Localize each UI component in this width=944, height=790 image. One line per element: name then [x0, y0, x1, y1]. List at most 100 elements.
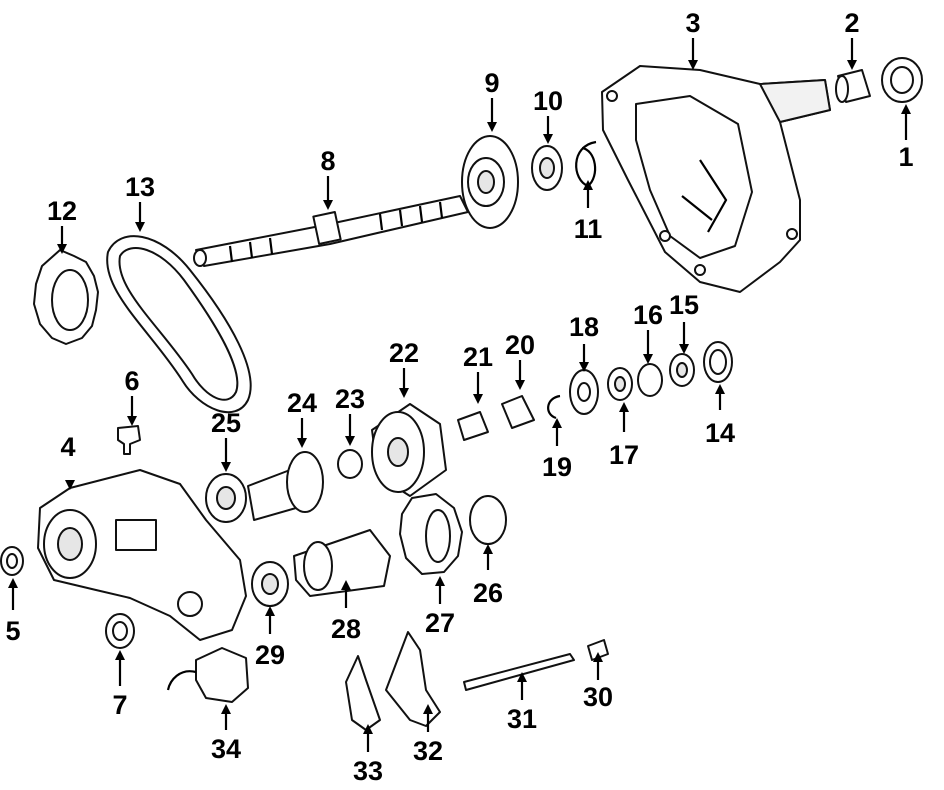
callout-6: 6	[124, 366, 140, 426]
callout-label-3: 3	[685, 8, 700, 38]
callout-label-23: 23	[335, 384, 365, 414]
callout-label-8: 8	[320, 146, 335, 176]
callout-label-21: 21	[463, 342, 493, 372]
callout-4: 4	[60, 432, 76, 490]
callout-label-15: 15	[669, 290, 699, 320]
callout-7: 7	[112, 650, 128, 720]
part-34-sensor	[166, 647, 249, 703]
callout-label-31: 31	[507, 704, 537, 734]
part-14-needle-bearing	[703, 341, 733, 383]
callout-20: 20	[505, 330, 535, 390]
callout-28: 28	[331, 580, 361, 644]
part-25-bearing	[205, 473, 247, 523]
callout-15: 15	[669, 290, 699, 354]
callout-label-22: 22	[389, 338, 419, 368]
part-6-vent-tube	[117, 425, 141, 455]
callout-26: 26	[473, 544, 503, 608]
callout-8: 8	[320, 146, 336, 210]
part-11-snap-ring	[575, 140, 597, 188]
callout-34: 34	[211, 704, 241, 764]
part-3-rear-case-housing	[601, 65, 831, 293]
part-5-seal	[0, 546, 24, 576]
callout-9: 9	[484, 68, 500, 132]
callout-label-13: 13	[125, 172, 155, 202]
part-7-seal	[105, 613, 135, 649]
callout-label-32: 32	[413, 736, 443, 766]
callout-label-29: 29	[255, 640, 285, 670]
callout-label-6: 6	[124, 366, 139, 396]
part-18-gear	[569, 369, 599, 415]
callout-label-10: 10	[533, 86, 563, 116]
callout-25: 25	[211, 408, 241, 472]
callout-22: 22	[389, 338, 419, 398]
callout-label-18: 18	[569, 312, 599, 342]
callout-label-24: 24	[287, 388, 317, 418]
part-17-bearing	[607, 367, 633, 401]
part-26-snap-ring	[469, 495, 507, 545]
callout-18: 18	[569, 312, 599, 372]
callout-label-33: 33	[353, 756, 383, 786]
callout-label-9: 9	[484, 68, 499, 98]
part-13-chain	[106, 235, 252, 414]
callout-23: 23	[335, 384, 365, 446]
callout-label-19: 19	[542, 452, 572, 482]
part-30-spring	[587, 639, 609, 661]
callout-21: 21	[463, 342, 493, 404]
part-8-main-shaft	[193, 195, 469, 267]
part-15-bearing	[669, 353, 695, 387]
callout-label-11: 11	[574, 214, 603, 244]
part-10-bearing	[531, 145, 563, 191]
callout-27: 27	[425, 576, 455, 638]
callout-33: 33	[353, 724, 383, 786]
callout-30: 30	[583, 652, 613, 712]
callout-label-20: 20	[505, 330, 535, 360]
callout-5: 5	[5, 578, 21, 646]
part-20-spline-hub	[501, 395, 535, 429]
callout-label-30: 30	[583, 682, 613, 712]
callout-16: 16	[633, 300, 663, 364]
part-12-sprocket	[33, 249, 99, 345]
callout-label-25: 25	[211, 408, 241, 438]
callout-layer: 1 2 3 4 5 6 7	[5, 8, 913, 786]
part-24-gear-shaft	[247, 451, 324, 521]
callout-13: 13	[125, 172, 155, 232]
callout-10: 10	[533, 86, 563, 144]
part-27-gear	[399, 493, 463, 575]
callout-label-17: 17	[609, 440, 639, 470]
callout-label-1: 1	[898, 142, 913, 172]
callout-24: 24	[287, 388, 317, 448]
part-31-shift-rail	[463, 653, 575, 691]
callout-17: 17	[609, 402, 639, 470]
callout-label-5: 5	[5, 616, 20, 646]
part-1-seal	[881, 57, 923, 103]
part-9-oil-pump	[461, 135, 519, 229]
callout-19: 19	[542, 418, 572, 482]
callout-label-26: 26	[473, 578, 503, 608]
callout-3: 3	[685, 8, 701, 70]
callout-11: 11	[574, 180, 603, 244]
callout-label-27: 27	[425, 608, 455, 638]
callout-label-28: 28	[331, 614, 361, 644]
part-22-planetary-carrier	[371, 403, 447, 497]
part-19-snap-ring	[547, 394, 561, 420]
part-28-clutch-sleeve	[293, 529, 391, 597]
part-23-bushing	[337, 449, 363, 479]
callout-12: 12	[47, 196, 77, 254]
part-29-bearing	[251, 561, 289, 607]
callout-label-7: 7	[112, 690, 127, 720]
part-32-shift-fork	[385, 631, 441, 727]
callout-14: 14	[705, 384, 735, 448]
part-16-snap-ring	[637, 363, 663, 397]
callout-label-12: 12	[47, 196, 77, 226]
part-4-front-case	[37, 469, 247, 641]
callout-29: 29	[255, 606, 285, 670]
callout-label-14: 14	[705, 418, 735, 448]
callout-label-34: 34	[211, 734, 241, 764]
part-33-shift-fork	[345, 655, 381, 731]
callout-32: 32	[413, 704, 443, 766]
callout-1: 1	[898, 104, 914, 172]
callout-label-4: 4	[60, 432, 75, 462]
callout-label-2: 2	[844, 8, 859, 38]
callout-2: 2	[844, 8, 860, 70]
